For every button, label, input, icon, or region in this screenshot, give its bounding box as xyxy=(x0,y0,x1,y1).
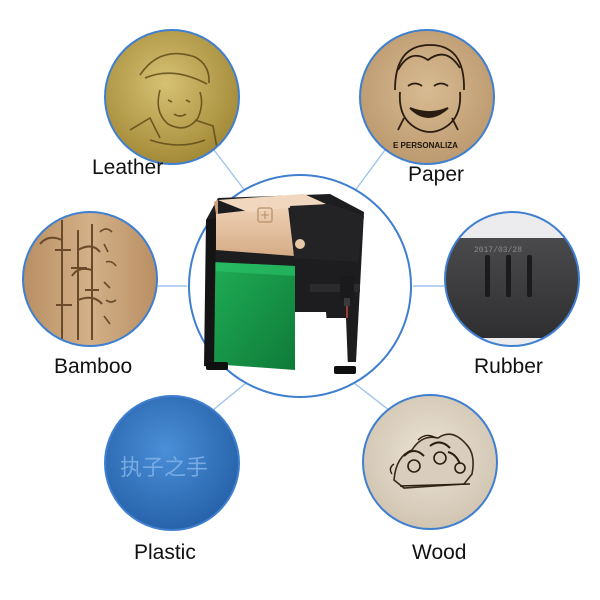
label-bamboo: Bamboo xyxy=(54,355,133,378)
rubber-date: 2017/03/28 xyxy=(474,246,522,255)
label-plastic: Plastic xyxy=(134,541,196,564)
label-paper: Paper xyxy=(408,163,465,186)
plastic-engraving-text: 执子之手 xyxy=(120,456,208,481)
paper-engraving-text: E PERSONALIZA xyxy=(393,141,458,150)
label-leather: Leather xyxy=(92,156,164,179)
leather-sample xyxy=(104,29,240,165)
connector-leather xyxy=(213,149,247,193)
engraver-machine xyxy=(188,174,412,398)
connector-plastic xyxy=(212,382,247,411)
connector-lines xyxy=(158,149,444,411)
connector-wood xyxy=(353,382,390,411)
label-wood: Wood xyxy=(412,541,467,564)
plastic-sample: 执子之手 xyxy=(104,395,240,531)
wood-sample xyxy=(362,394,498,530)
label-rubber: Rubber xyxy=(474,355,543,378)
rubber-sample: 2017/03/28 xyxy=(444,211,580,347)
paper-sample: E PERSONALIZA xyxy=(359,29,495,165)
connector-paper xyxy=(353,149,386,193)
bamboo-sample xyxy=(22,211,158,347)
